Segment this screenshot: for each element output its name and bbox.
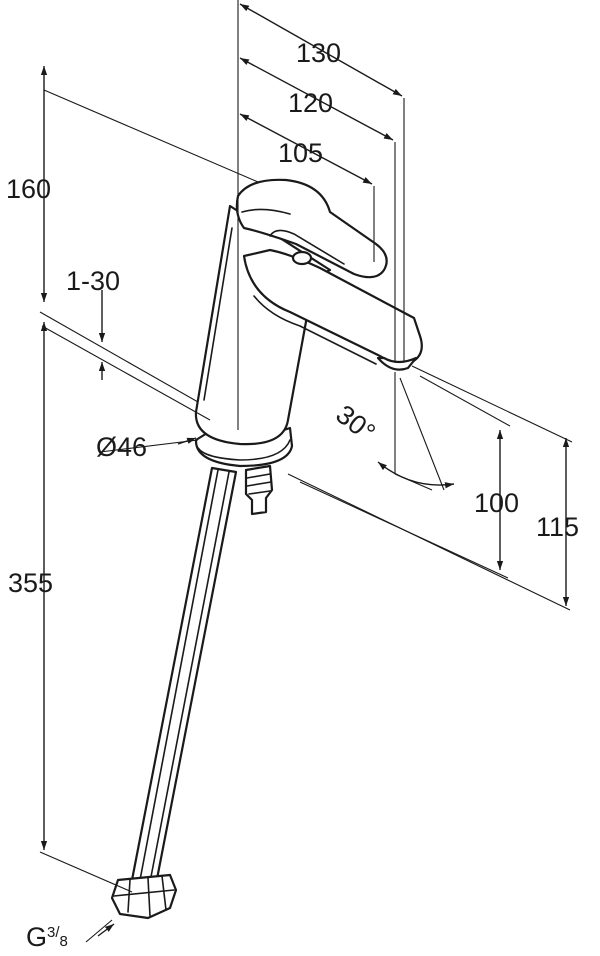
dimension-1-30-label: 1-30 xyxy=(66,266,120,296)
thread-fraction-slash: / xyxy=(55,924,60,941)
dimension-100-label: 100 xyxy=(474,488,519,518)
dimension-105-label: 105 xyxy=(278,138,323,168)
dimension-130-label: 130 xyxy=(296,38,341,68)
thread-denominator: 8 xyxy=(60,933,68,950)
thread-size-label: G3/8 xyxy=(26,922,68,952)
supply-hose xyxy=(130,466,238,886)
hose-connector-nut xyxy=(110,873,178,920)
dimension-lines xyxy=(40,3,570,937)
dimension-120-label: 120 xyxy=(288,88,333,118)
dimension-angle-30-label: 30° xyxy=(330,399,381,448)
thread-numerator: 3 xyxy=(47,924,55,941)
extension-lines xyxy=(39,0,573,943)
faucet-drawing xyxy=(110,178,423,920)
dimension-160-label: 160 xyxy=(6,174,51,204)
dimension-diameter-46-label: Ø46 xyxy=(96,432,147,462)
dimension-115-label: 115 xyxy=(536,512,579,542)
dimension-labels: 130 120 105 160 1-30 Ø46 30° 100 115 355… xyxy=(6,38,579,952)
threaded-stud xyxy=(244,464,274,516)
thread-prefix: G xyxy=(26,922,47,952)
dimension-355-label: 355 xyxy=(8,568,53,598)
